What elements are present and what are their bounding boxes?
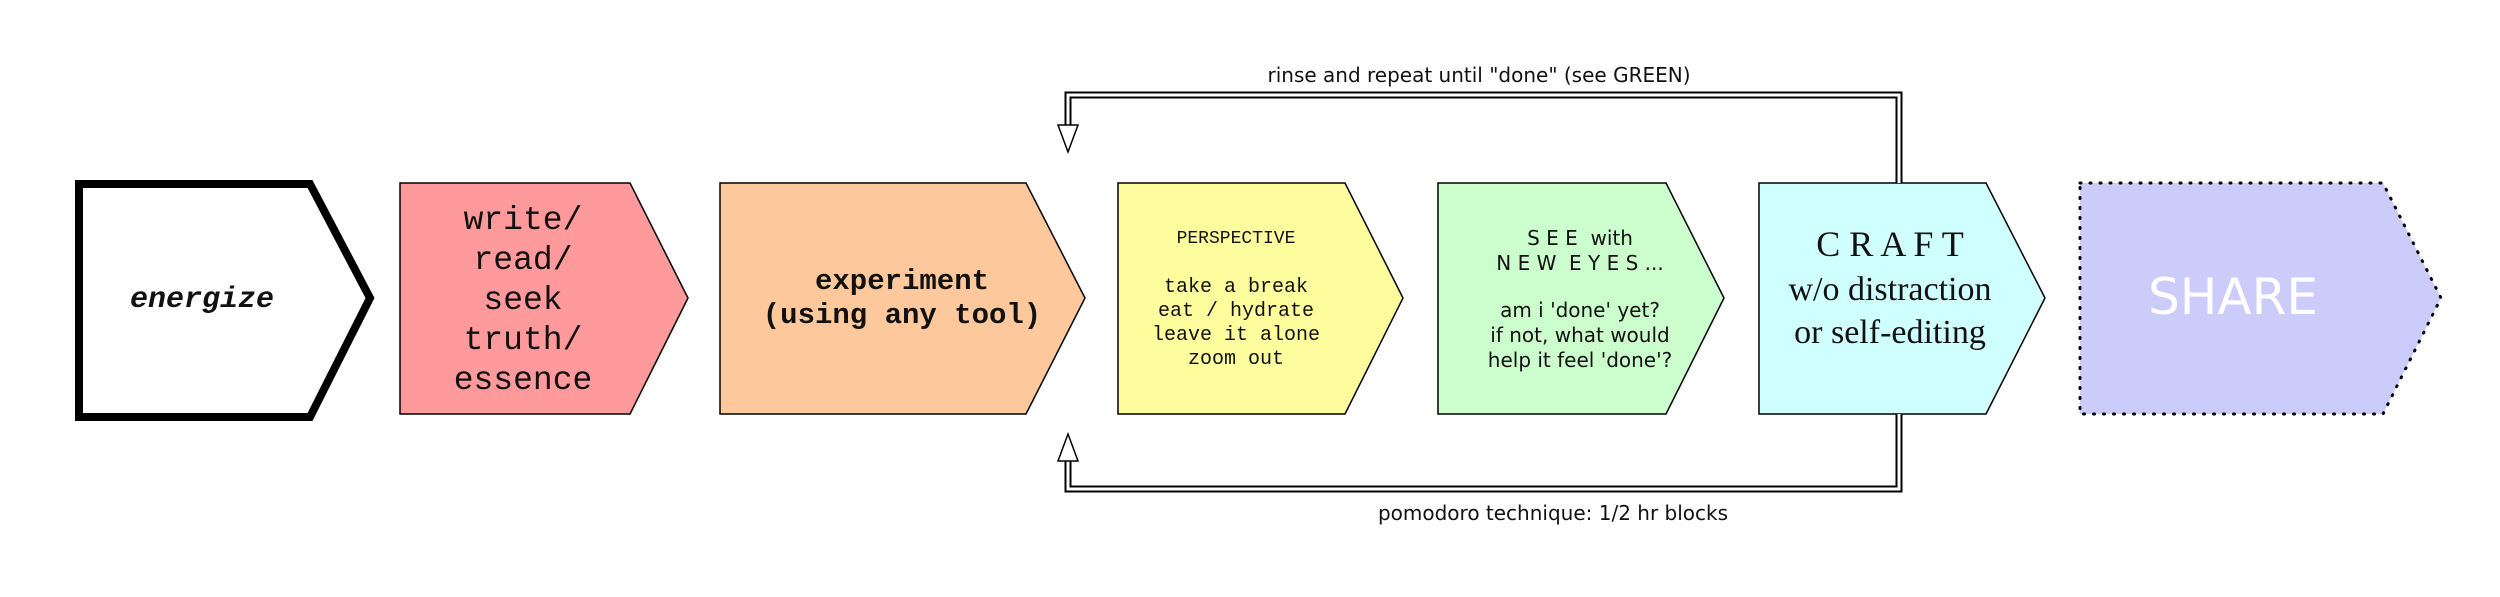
step-experiment: experiment (using any tool) [719, 182, 1086, 415]
write-line: truth/ [464, 322, 583, 359]
write-shape [399, 182, 689, 415]
see-shape [1437, 182, 1725, 415]
step-see-with-new-eyes: S E E with N E W E Y E S ... am i 'done'… [1437, 182, 1725, 415]
perspective-shape [1117, 182, 1404, 415]
perspective-line: take a break [1164, 276, 1308, 299]
share-label: SHARE [2148, 268, 2318, 326]
perspective-line: leave it alone [1152, 324, 1320, 347]
write-line: read/ [473, 242, 572, 279]
perspective-title: PERSPECTIVE [1177, 229, 1296, 249]
see-line: am i 'done' yet? [1500, 298, 1660, 322]
loop-bottom: pomodoro technique: 1/2 hr blocks [1056, 414, 1903, 525]
loop-top-label: rinse and repeat until "done" (see GREEN… [1267, 63, 1690, 87]
loop-bottom-arrowhead [1056, 431, 1080, 462]
write-line: write/ [464, 202, 583, 239]
craft-line: or self-editing [1794, 314, 1986, 351]
loop-top: rinse and repeat until "done" (see GREEN… [1056, 63, 1903, 183]
see-line: help it feel 'done'? [1488, 348, 1672, 372]
loop-top-path-inner [1066, 93, 1901, 183]
step-perspective: PERSPECTIVE take a break eat / hydrate l… [1117, 182, 1404, 415]
loop-bottom-label: pomodoro technique: 1/2 hr blocks [1378, 501, 1728, 525]
loop-top-arrowhead [1056, 124, 1080, 155]
see-title-line: S E E with [1527, 226, 1633, 250]
craft-shape [1758, 182, 2046, 415]
write-line: seek [483, 282, 562, 319]
step-write: write/ read/ seek truth/ essence [399, 182, 689, 415]
loop-bottom-path [1064, 414, 1903, 493]
experiment-line: (using any tool) [763, 299, 1041, 332]
energize-shape [75, 180, 375, 421]
experiment-line: experiment [815, 265, 989, 298]
craft-line: w/o distraction [1788, 271, 1991, 308]
see-line: if not, what would [1490, 323, 1669, 347]
see-title-line: N E W E Y E S ... [1496, 251, 1664, 275]
loop-top-path [1064, 91, 1903, 183]
write-line: essence [454, 362, 593, 399]
energize-label: energize [130, 283, 274, 317]
step-share: SHARE [2078, 181, 2443, 416]
perspective-line: zoom out [1188, 348, 1284, 371]
loop-bottom-path-inner [1066, 414, 1901, 491]
perspective-line: eat / hydrate [1158, 300, 1314, 323]
step-craft: C R A F T w/o distraction or self-editin… [1758, 182, 2046, 415]
experiment-shape [719, 182, 1086, 415]
craft-line: C R A F T [1816, 224, 1963, 264]
share-shape [2078, 181, 2443, 416]
step-energize: energize [75, 180, 375, 421]
